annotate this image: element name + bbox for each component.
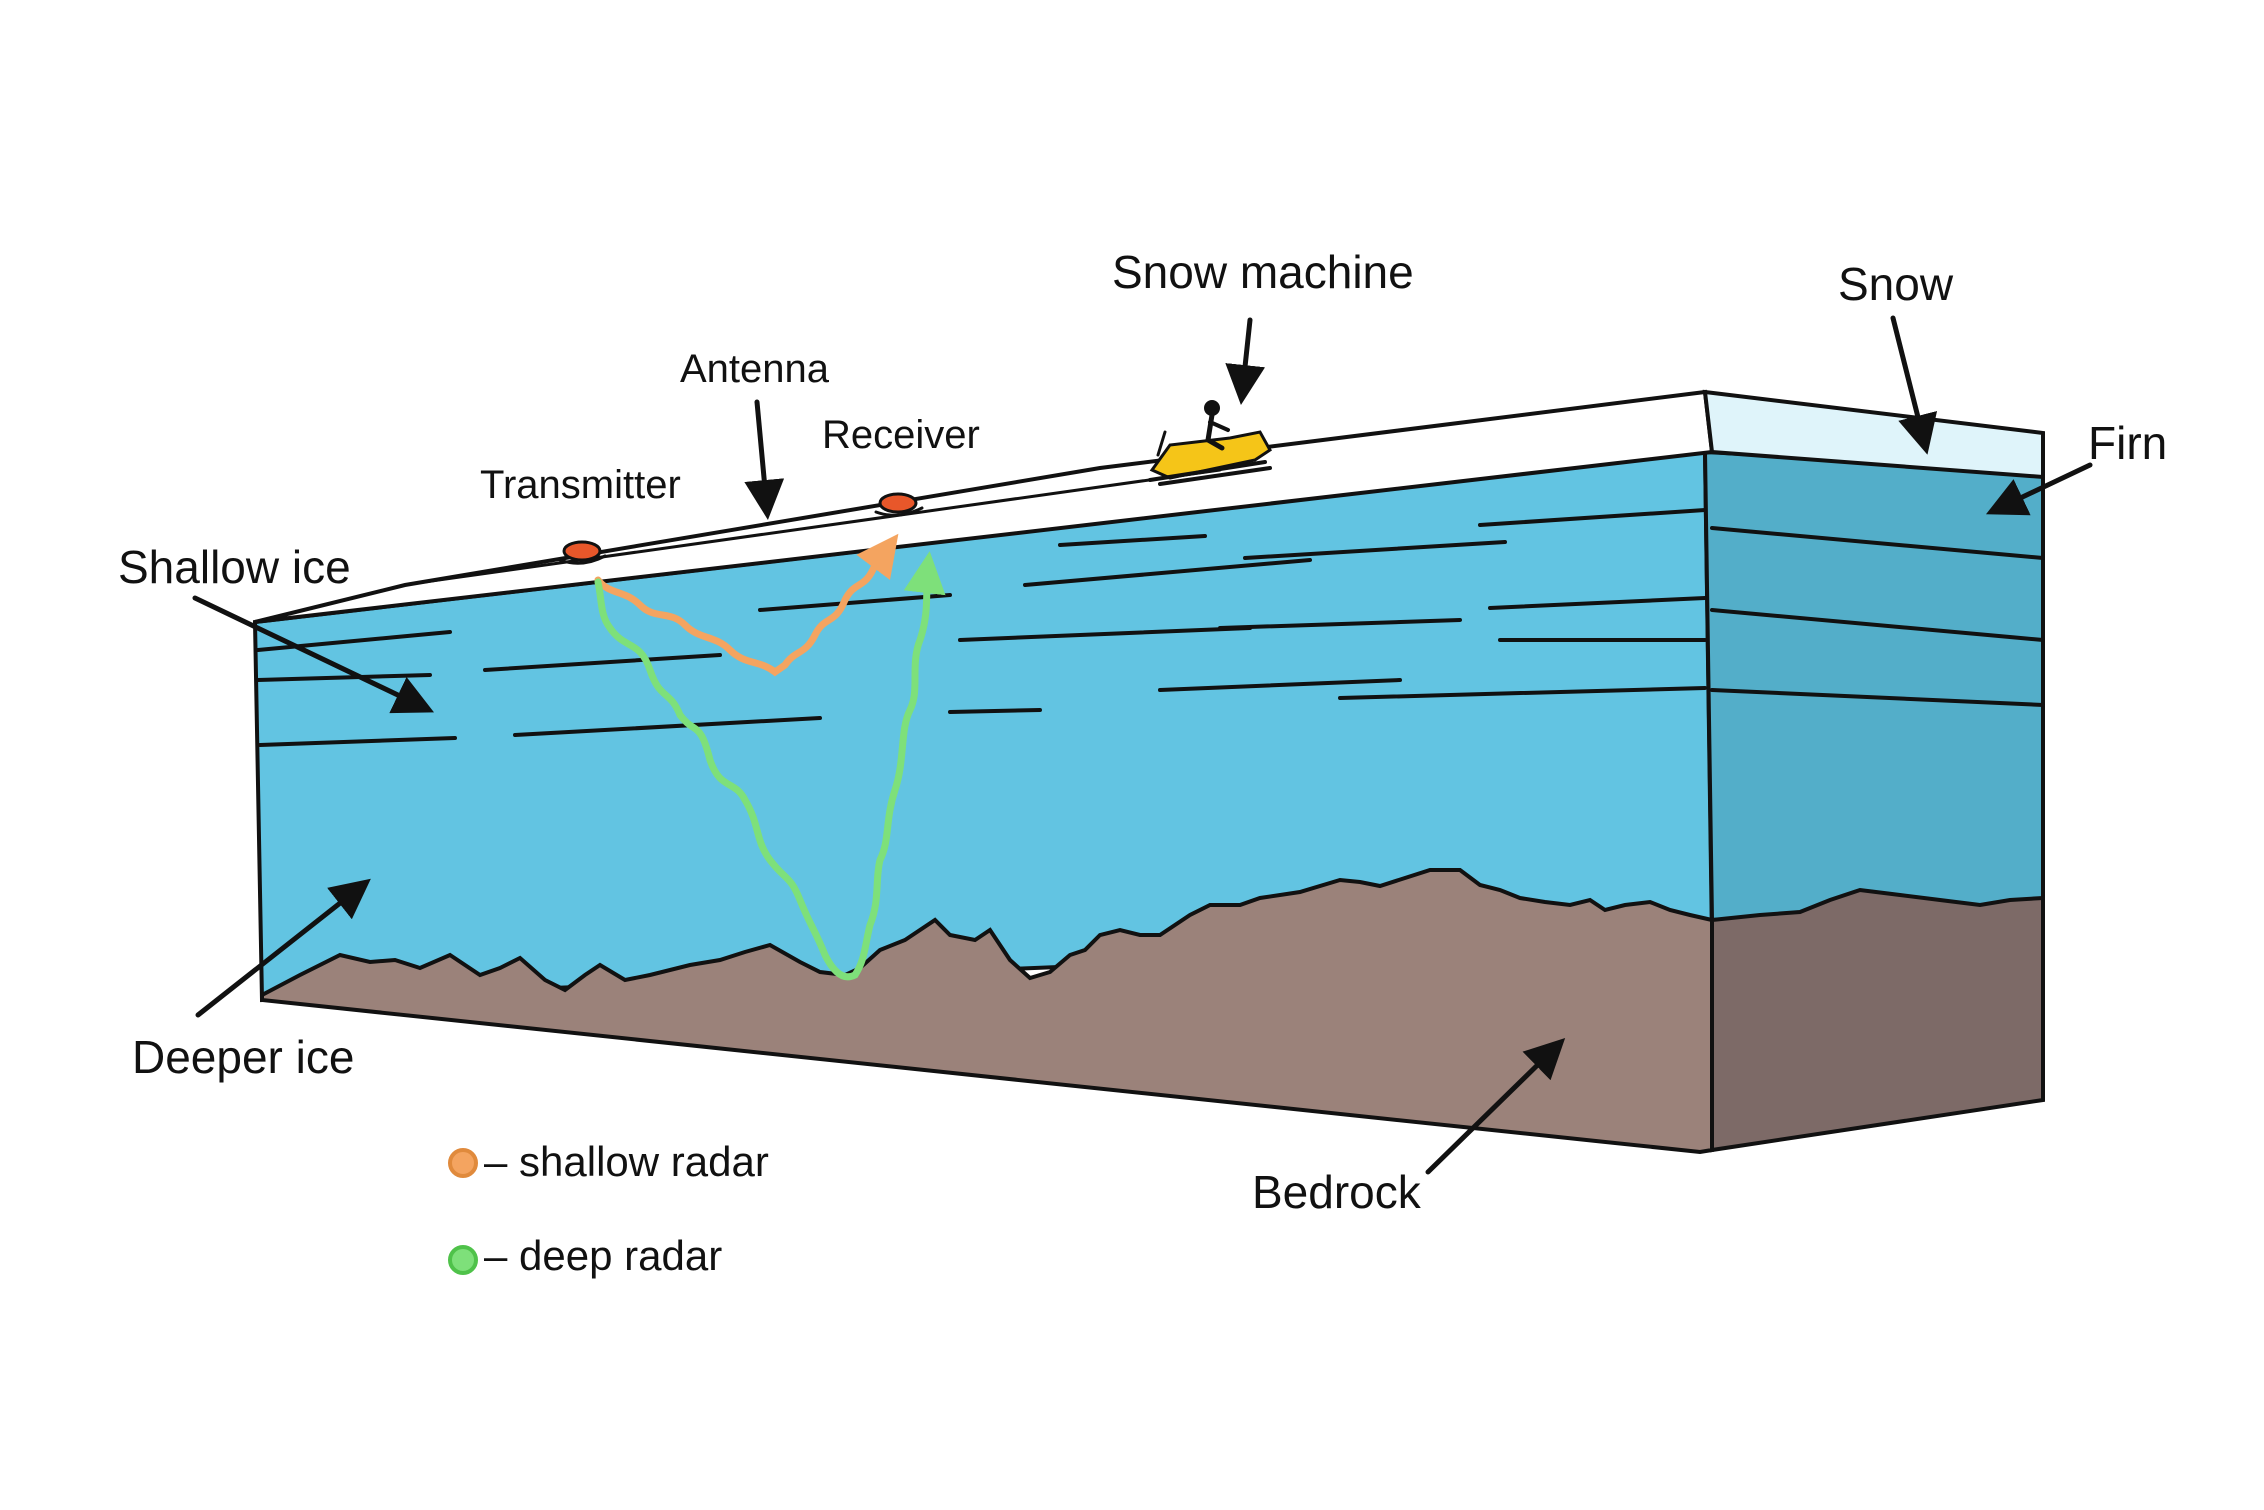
label-transmitter: Transmitter xyxy=(480,463,681,507)
arrow-snow xyxy=(1890,315,1938,455)
legend: – shallow radar – deep radar xyxy=(448,1138,769,1279)
arrow-shallow-ice xyxy=(192,595,435,714)
bedrock-front-face xyxy=(260,868,1714,1155)
arrow-antenna xyxy=(744,399,785,520)
label-snow-machine: Snow machine xyxy=(1112,246,1414,298)
arrow-snow-machine xyxy=(1225,317,1266,405)
label-deeper-ice: Deeper ice xyxy=(132,1031,354,1083)
legend-label-deep-radar: – deep radar xyxy=(484,1232,722,1279)
annotation-arrows xyxy=(192,315,2093,1175)
shallow-radar-path xyxy=(594,533,899,677)
legend-item-shallow-radar: – shallow radar xyxy=(448,1138,769,1185)
arrow-bedrock xyxy=(1425,1038,1566,1175)
label-antenna: Antenna xyxy=(680,347,830,391)
legend-item-deep-radar: – deep radar xyxy=(448,1232,722,1279)
label-bedrock: Bedrock xyxy=(1252,1166,1422,1218)
arrow-deeper-ice xyxy=(195,878,371,1018)
snowmobile-icon xyxy=(1148,400,1272,486)
ice-side-face xyxy=(1702,449,2045,923)
transmitter-sled-icon xyxy=(558,540,607,565)
deep-radar-swatch-icon xyxy=(448,1245,478,1275)
legend-label-shallow-radar: – shallow radar xyxy=(484,1138,769,1185)
ice-layer-lines xyxy=(256,508,1707,747)
side-layer-lines xyxy=(1710,526,2045,707)
label-firn: Firn xyxy=(2088,417,2167,469)
label-receiver: Receiver xyxy=(822,413,980,457)
shallow-radar-swatch-icon xyxy=(448,1148,478,1178)
bedrock-side-face xyxy=(1710,887,2045,1153)
deep-radar-path xyxy=(594,551,946,981)
label-snow: Snow xyxy=(1838,258,1954,310)
snow-top-surface xyxy=(254,389,1715,624)
ice-block xyxy=(252,389,2045,1155)
receiver-sled-icon xyxy=(874,492,924,517)
label-shallow-ice: Shallow ice xyxy=(118,541,351,593)
arrow-firn xyxy=(1985,462,2093,516)
